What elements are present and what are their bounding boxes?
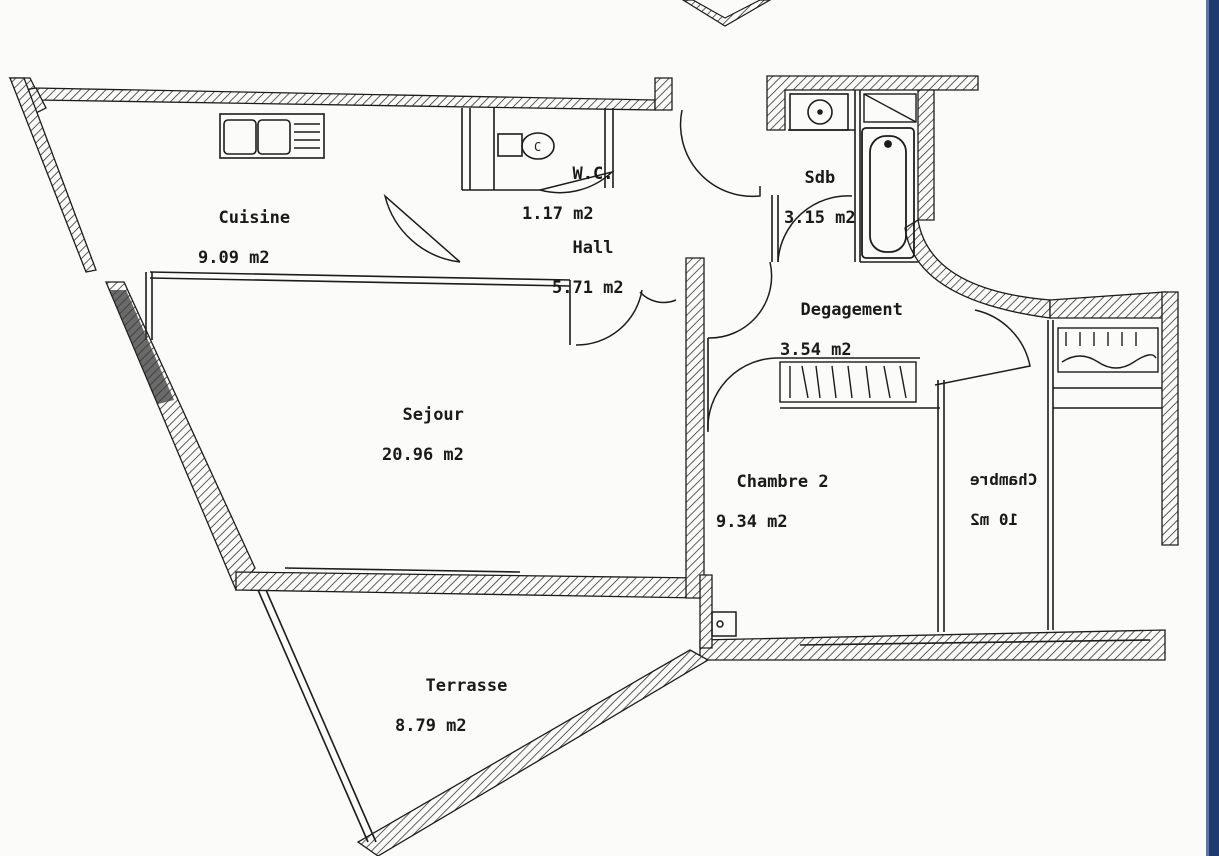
room-label-sdb: Sdb 3.15 m2	[784, 148, 856, 248]
room-area: 3.15 m2	[784, 208, 856, 228]
room-label-sejour: Sejour 20.96 m2	[382, 385, 464, 485]
room-label-wc: W.C. 1.17 m2	[522, 144, 613, 244]
wardrobe-right	[1057, 327, 1159, 373]
room-name: Chambre	[970, 470, 1038, 489]
shower-tray	[863, 93, 917, 123]
room-label-cuisine: Cuisine 9.09 m2	[198, 188, 290, 288]
room-area: 10 m2	[970, 510, 1019, 529]
room-label-degagement: Degagement 3.54 m2	[780, 280, 903, 380]
room-area: 9.09 m2	[198, 248, 270, 268]
window-left	[110, 290, 174, 404]
room-label-chambre2: Chambre 2 9.34 m2	[716, 452, 829, 552]
room-area: 9.34 m2	[716, 512, 788, 532]
duct-box	[711, 611, 737, 637]
kitchen-sink	[219, 113, 325, 159]
north-chevron	[681, 0, 772, 27]
room-area: 1.17 m2	[522, 204, 594, 224]
walls	[8, 75, 1179, 856]
room-label-hall: Hall 5.71 m2	[552, 218, 624, 318]
room-name: Degagement	[800, 300, 903, 320]
room-name: W.C.	[572, 164, 614, 184]
room-area: 8.79 m2	[395, 716, 467, 736]
room-name: Hall	[572, 238, 614, 258]
edge-stripe	[1206, 0, 1219, 856]
wc-toilet: C	[497, 132, 555, 160]
room-name: Terrasse	[425, 676, 508, 696]
bathtub	[861, 127, 915, 259]
room-name: Chambre 2	[736, 472, 829, 492]
svg-text:C: C	[534, 140, 541, 154]
room-name: Cuisine	[218, 208, 291, 228]
room-label-chambre-mirrored: Chambre 10 m2	[970, 450, 1120, 550]
doors	[383, 109, 1031, 433]
room-area: 5.71 m2	[552, 278, 624, 298]
room-area: 3.54 m2	[780, 340, 852, 360]
wardrobe-chambre2	[779, 361, 917, 403]
washbasin	[789, 93, 849, 131]
room-name: Sdb	[804, 168, 836, 188]
room-area: 20.96 m2	[382, 445, 464, 465]
room-label-terrasse: Terrasse 8.79 m2	[395, 656, 507, 756]
room-name: Sejour	[402, 405, 464, 425]
